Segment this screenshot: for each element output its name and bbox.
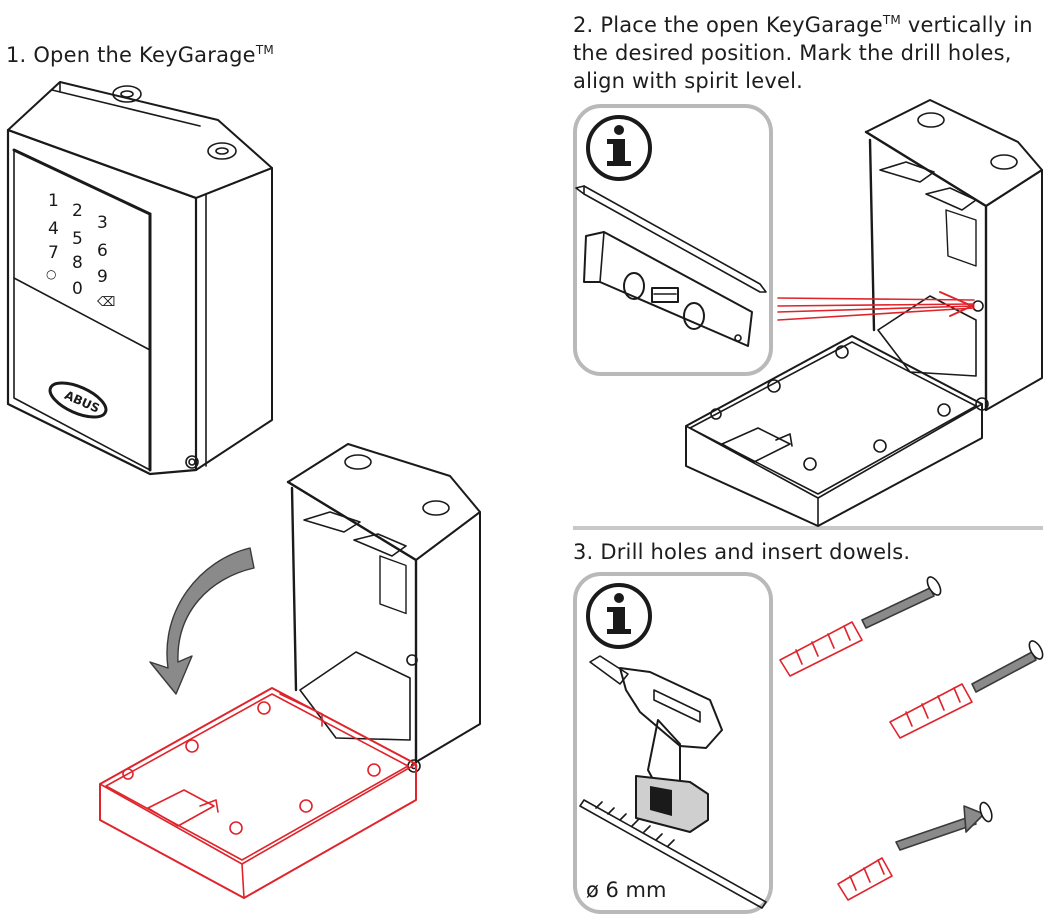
info-panel-tools: [573, 104, 773, 376]
marking-lines: [777, 291, 975, 321]
key-2: 2: [72, 201, 83, 221]
keypad: 1 2 3 4 5 6 7 8 9 ○ 0 ⌫: [46, 191, 115, 310]
dowel-screw-3: [837, 801, 993, 901]
step-1-text: 1. Open the KeyGarageTM: [6, 36, 274, 69]
step-2-line-2: the desired position. Mark the drill hol…: [573, 41, 1012, 65]
step-2-text: 2. Place the open KeyGarageTM vertically…: [573, 6, 1053, 95]
step-2-line-3: align with spirit level.: [573, 69, 803, 93]
trademark-mark-2: TM: [882, 13, 901, 27]
step-3-label: Drill holes and insert dowels.: [600, 540, 911, 564]
step-1-label: Open the KeyGarage: [33, 43, 256, 67]
open-door-red: [99, 687, 417, 899]
step-3-number: 3.: [573, 540, 594, 564]
key-3: 3: [97, 213, 108, 233]
step-1-number: 1.: [6, 43, 27, 67]
step-2-line-1-text: Place the open KeyGarage: [600, 13, 883, 37]
key-0: 0: [72, 279, 83, 299]
key-6: 6: [97, 241, 108, 261]
mounted-keygarage-illustration: [685, 99, 1043, 527]
dowel-screw-2: [889, 640, 1044, 739]
info-panel-drill: [573, 572, 773, 914]
logo-text: ABUS: [62, 388, 101, 416]
step-3-text: 3. Drill holes and insert dowels.: [573, 538, 910, 566]
pencil-icon: [575, 185, 767, 293]
key-9: 9: [97, 267, 108, 287]
section-divider: [573, 526, 1043, 530]
trademark-mark: TM: [255, 43, 274, 57]
key-7: 7: [48, 243, 59, 263]
abus-logo: ABUS: [48, 381, 108, 419]
spirit-level-icon: [583, 231, 753, 347]
key-4: 4: [48, 219, 59, 239]
closed-keygarage-illustration: ABUS 1 2 3 4 5 6 7 8 9 ○ 0 ⌫: [6, 81, 273, 476]
cordless-drill-icon: [589, 655, 723, 833]
key-back: ⌫: [96, 295, 115, 310]
step-2-line-1: 2. Place the open KeyGarageTM vertically…: [573, 6, 1053, 39]
key-1: 1: [48, 191, 59, 211]
open-keygarage-illustration: [286, 443, 481, 773]
dowel-screw-1: [779, 576, 942, 677]
step-2-number: 2.: [573, 13, 594, 37]
drill-size-label: ø 6 mm: [586, 878, 667, 902]
key-circle: ○: [46, 267, 56, 281]
rotate-door-arrow: [149, 547, 255, 695]
key-8: 8: [72, 253, 83, 273]
key-5: 5: [72, 229, 83, 249]
info-icon: [586, 115, 652, 181]
drill-bit-icon: [579, 799, 767, 909]
step-2-line-1-end: vertically in: [907, 13, 1033, 37]
info-icon-2: [586, 583, 652, 649]
